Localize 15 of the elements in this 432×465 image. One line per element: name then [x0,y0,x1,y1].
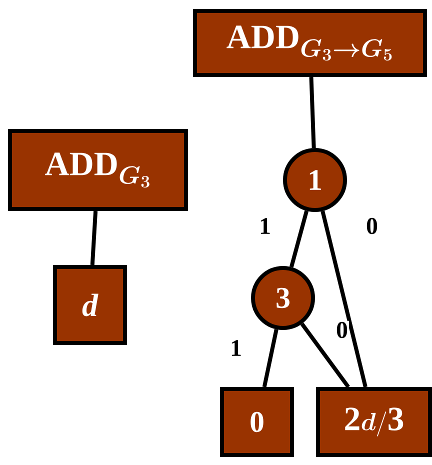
edge-label: 1 [258,217,272,235]
label-box: 0 [220,387,294,457]
label-box: $\mathbf{ADD}_{\boldsymbol{G_3\rightarrow G_5}}$ [193,9,427,77]
connector-line [289,210,309,268]
edge-label: 0 [365,216,379,236]
connector-line [262,328,278,388]
connector-line [90,210,98,266]
connector-line [320,210,368,388]
connector-line [309,76,316,148]
label-box: d [53,265,127,345]
connector-line [300,322,350,388]
edge-label: 1 [229,339,243,357]
label-box: $\mathbf{2}\boldsymbol{d}\mathbf{/3}$ [316,387,432,457]
edge-label: 0 [335,320,349,340]
label-box: $\mathbf{ADD}_{\boldsymbol{G_3}}$ [8,129,188,211]
